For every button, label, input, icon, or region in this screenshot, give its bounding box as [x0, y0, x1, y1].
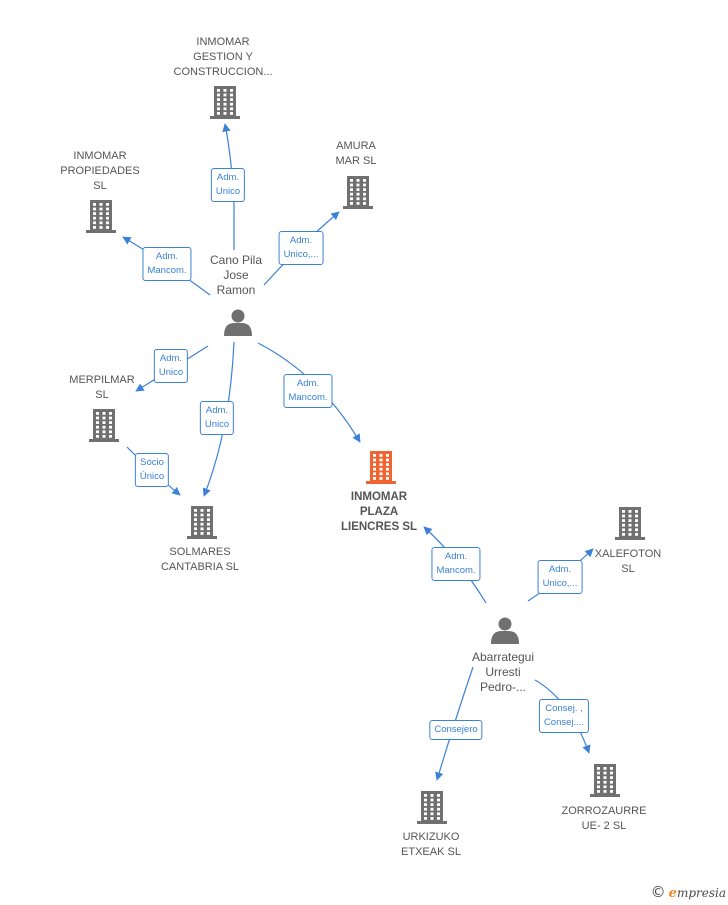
edge-label-line: Socio: [140, 457, 164, 468]
edge-label-abarrategui-to-xalefoton[interactable]: Adm. Unico,...: [537, 560, 583, 594]
edge-label-abarrategui-to-focus[interactable]: Adm. Mancom.: [431, 547, 481, 581]
building-icon[interactable]: [187, 506, 217, 539]
edge-label-line: Consejero: [434, 724, 478, 735]
node-label-line: SL: [95, 389, 109, 401]
edge-label-line: Adm.: [205, 405, 229, 416]
node-label-line: PROPIEDADES: [60, 165, 140, 177]
edge-label-line: Consej. ,: [545, 703, 583, 714]
edge-label-abarrategui-to-urkizuko[interactable]: Consejero: [429, 720, 483, 740]
person-icon[interactable]: [224, 309, 252, 337]
building-icon[interactable]: [343, 176, 373, 209]
edge-label-line: Adm.: [155, 251, 179, 262]
edge-label-line: Adm.: [296, 378, 320, 389]
node-label-line: UE- 2 SL: [581, 820, 627, 832]
node-label-xalefoton[interactable]: XALEFOTON SL: [595, 547, 661, 577]
node-label-line: LIENCRES SL: [340, 521, 418, 533]
edge-label-line: Mancom.: [288, 392, 328, 403]
node-label-line: INMOMAR: [196, 36, 250, 48]
edge-label-line: Consej....: [543, 717, 585, 728]
edge-label-cano-to-gestion[interactable]: Adm. Unico: [210, 168, 246, 202]
node-label-line: Pedro-...: [479, 680, 527, 694]
node-label-gestion[interactable]: INMOMAR GESTION Y CONSTRUCCION...: [174, 35, 273, 80]
building-icon[interactable]: [366, 451, 396, 484]
copyright-symbol: ©: [650, 883, 666, 901]
edge-label-line: Unico: [215, 186, 241, 197]
edge-label-abarrategui-to-zorrozaurre[interactable]: Consej. , Consej....: [538, 699, 590, 733]
edge-label-cano-to-focus[interactable]: Adm. Mancom.: [283, 374, 333, 408]
edge-label-line: Adm.: [216, 172, 240, 183]
icons-layer: [86, 86, 645, 824]
node-label-line: Urresti: [485, 665, 521, 679]
building-icon[interactable]: [615, 507, 645, 540]
node-label-line: CONSTRUCCION...: [173, 66, 273, 78]
node-label-line: Abarrategui: [471, 650, 535, 664]
edge-label-cano-to-propiedades[interactable]: Adm. Mancom.: [142, 247, 192, 281]
node-label-line: INMOMAR: [350, 491, 408, 503]
node-label-line: SOLMARES: [169, 546, 231, 558]
node-label-line: PLAZA: [359, 506, 399, 518]
edge-cano-to-gestion: [222, 123, 235, 250]
node-label-line: SL: [93, 180, 107, 192]
building-icon[interactable]: [86, 200, 116, 233]
brand-name: mpresia: [676, 886, 726, 900]
person-icon[interactable]: [491, 617, 519, 645]
building-icon[interactable]: [590, 764, 620, 797]
edge-label-line: Mancom.: [147, 265, 187, 276]
node-label-merpilmar[interactable]: MERPILMAR SL: [69, 373, 134, 403]
node-label-line: Jose: [223, 268, 249, 282]
node-label-line: ZORROZAURRE: [561, 805, 647, 817]
node-label-line: XALEFOTON: [594, 548, 662, 560]
edge-label-line: Único: [139, 471, 165, 482]
node-label-focus[interactable]: INMOMAR PLAZA LIENCRES SL: [341, 490, 417, 535]
node-label-line: CANTABRIA SL: [160, 561, 240, 573]
empresia-brand[interactable]: ©empresia: [651, 883, 726, 901]
node-label-amura[interactable]: AMURA MAR SL: [336, 139, 377, 169]
edge-label-cano-to-merpilmar[interactable]: Adm. Unico: [153, 349, 189, 383]
edge-label-line: Adm.: [444, 551, 468, 562]
node-label-line: Ramon: [216, 283, 256, 297]
edge-label-line: Adm.: [289, 235, 313, 246]
node-label-line: ETXEAK SL: [401, 846, 461, 858]
building-icon[interactable]: [210, 86, 240, 119]
node-label-line: URKIZUKO: [402, 831, 460, 843]
node-label-zorrozaurre[interactable]: ZORROZAURRE UE- 2 SL: [562, 804, 647, 834]
edge-label-cano-to-solmares[interactable]: Adm. Unico: [199, 401, 235, 435]
edge-label-line: Unico,...: [542, 578, 578, 589]
node-label-propiedades[interactable]: INMOMAR PROPIEDADES SL: [60, 149, 139, 194]
edge-label-line: Adm.: [548, 564, 572, 575]
node-label-solmares[interactable]: SOLMARES CANTABRIA SL: [161, 545, 239, 575]
node-label-line: GESTION Y: [193, 51, 253, 63]
building-icon[interactable]: [417, 791, 447, 824]
edge-label-line: Adm.: [159, 353, 183, 364]
edge-label-cano-to-amura[interactable]: Adm. Unico,...: [278, 231, 324, 265]
edge-label-line: Unico: [158, 367, 184, 378]
node-label-line: Cano Pila: [209, 253, 263, 267]
node-label-urkizuko[interactable]: URKIZUKO ETXEAK SL: [401, 830, 461, 860]
node-label-line: MAR SL: [335, 155, 377, 167]
brand-initial: e: [668, 886, 677, 901]
node-label-line: AMURA: [336, 140, 376, 152]
edge-label-line: Mancom.: [436, 565, 476, 576]
edge-label-line: Unico: [204, 419, 230, 430]
node-label-line: SL: [621, 563, 635, 575]
node-label-line: INMOMAR: [73, 150, 127, 162]
edge-label-line: Unico,...: [283, 249, 319, 260]
node-label-line: MERPILMAR: [69, 374, 135, 386]
building-icon[interactable]: [89, 409, 119, 442]
